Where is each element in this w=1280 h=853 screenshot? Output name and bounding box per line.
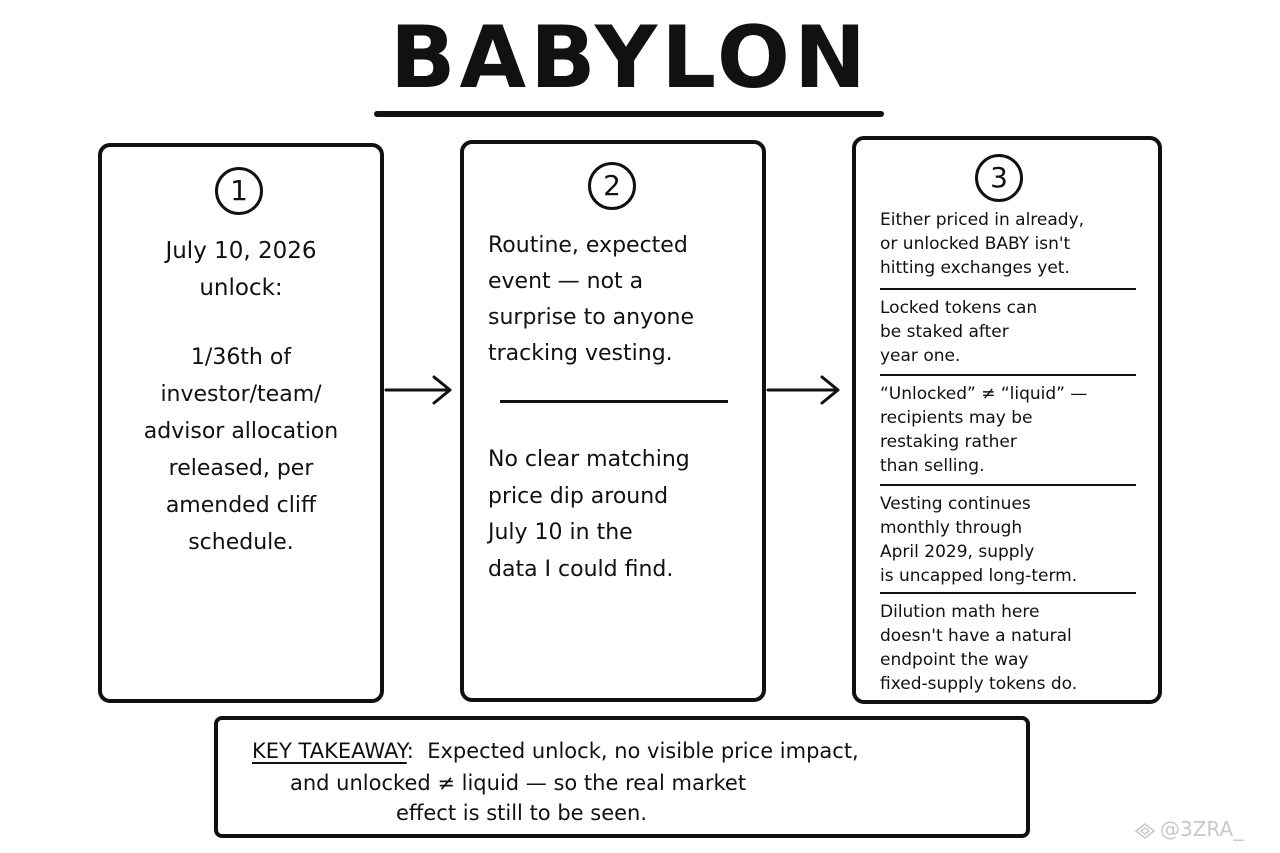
step-1-detail: 1/36th of investor/team/ advisor allocat… — [143, 345, 339, 555]
takeaway-colon: : — [406, 739, 428, 763]
step-3-card: 3 Either priced in already, or unlocked … — [852, 136, 1162, 704]
step-3-section: “Unlocked” ≠ “liquid” — recipients may b… — [880, 384, 1088, 476]
step-2-number: 2 — [588, 162, 636, 210]
step-3-divider — [880, 592, 1136, 594]
takeaway-line-3: effect is still to be seen. — [396, 801, 648, 825]
arrow-right-icon — [384, 375, 452, 405]
title-underline — [374, 111, 884, 117]
takeaway-label: KEY TAKEAWAY — [252, 739, 407, 763]
step-2-card: 2 Routine, expected event — not a surpri… — [460, 140, 766, 702]
page-title: BABYLON — [389, 8, 871, 108]
takeaway-text-1: Expected unlock, no visible price impact… — [427, 739, 859, 763]
step-1-number: 1 — [215, 167, 263, 215]
step-3-section: Vesting continues monthly through April … — [880, 494, 1078, 586]
watermark: @3ZRA_ — [1134, 814, 1274, 844]
takeaway-line-1: KEY TAKEAWAY: Expected unlock, no visibl… — [252, 736, 859, 766]
watermark-text: @3ZRA_ — [1160, 817, 1244, 841]
step-3-divider — [880, 484, 1136, 486]
watermark-logo-icon — [1134, 822, 1156, 839]
step-2-top-text: Routine, expected event — not a surprise… — [488, 233, 695, 366]
step-2-divider — [500, 400, 728, 403]
step-3-divider — [880, 374, 1136, 376]
step-1-date: July 10, 2026 unlock: — [165, 238, 317, 301]
step-3-section: Either priced in already, or unlocked BA… — [880, 210, 1085, 278]
takeaway-line-2: and unlocked ≠ liquid — so the real mark… — [290, 771, 747, 795]
step-3-section: Dilution math here doesn't have a natura… — [880, 602, 1078, 694]
arrow-right-icon — [766, 375, 840, 405]
step-3-number: 3 — [975, 154, 1023, 202]
step-3-section: Locked tokens can be staked after year o… — [880, 298, 1038, 366]
key-takeaway-box: KEY TAKEAWAY: Expected unlock, no visibl… — [214, 716, 1030, 838]
step-1-card: 1 July 10, 2026 unlock: 1/36th of invest… — [98, 143, 384, 703]
step-2-bottom-text: No clear matching price dip around July … — [488, 447, 690, 582]
step-3-divider — [880, 288, 1136, 290]
